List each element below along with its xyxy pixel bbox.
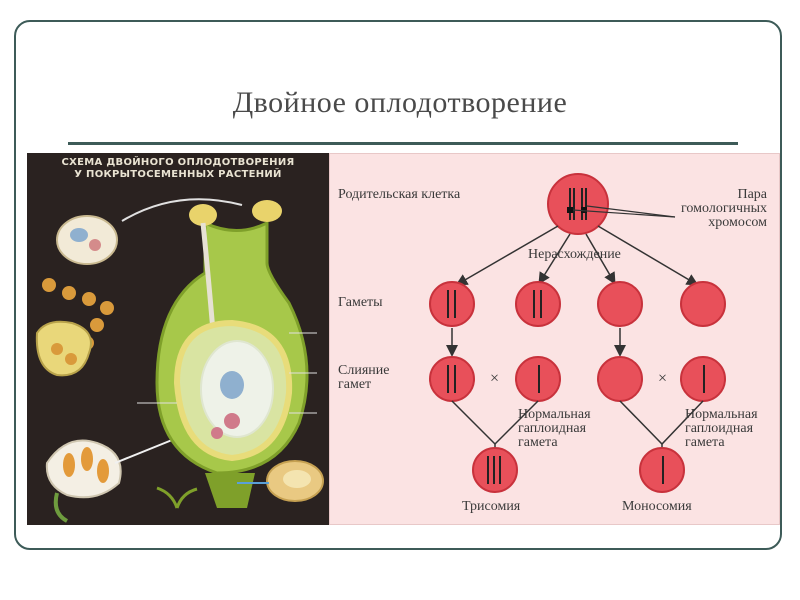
slide-title: Двойное оплодотворение <box>232 86 568 119</box>
label-normal-haploid-right: Нормальная гаплоидная гамета <box>685 407 758 450</box>
poster-title: СХЕМА ДВОЙНОГО ОПЛОДОТВОРЕНИЯ У ПОКРЫТОС… <box>61 157 295 180</box>
cross-sign-right: × <box>658 370 668 387</box>
nondisjunction-graphics <box>429 173 726 493</box>
cross-sign-left: × <box>490 370 500 387</box>
trisomy-cell <box>472 447 518 493</box>
gamete-1 <box>429 281 475 327</box>
label-normal-haploid-left: Нормальная гаплоидная гамета <box>518 407 591 450</box>
label-homologous-pair: Пара гомологичных хромосом <box>681 187 767 230</box>
parent-cell <box>547 173 609 235</box>
poster-illustration <box>35 198 324 523</box>
gamete-2 <box>515 281 561 327</box>
monosomy-cell <box>639 447 685 493</box>
label-gametes: Гаметы <box>338 295 383 310</box>
label-monosomy: Моносомия <box>622 499 692 514</box>
normal-gamete-right <box>680 356 726 402</box>
fusion-cell-right <box>597 356 643 402</box>
normal-gamete-left <box>515 356 561 402</box>
label-gamete-fusion: Слияние гамет <box>338 363 390 392</box>
label-nondisjunction: Нерасхождение <box>528 247 621 262</box>
label-trisomy: Трисомия <box>462 499 521 514</box>
title-divider <box>68 142 738 145</box>
gamete-3 <box>597 281 643 327</box>
gamete-4 <box>680 281 726 327</box>
double-fertilization-poster: СХЕМА ДВОЙНОГО ОПЛОДОТВОРЕНИЯ У ПОКРЫТОС… <box>27 153 329 525</box>
nondisjunction-diagram: Родительская клетка Пара гомологичных хр… <box>329 153 780 525</box>
label-parent-cell: Родительская клетка <box>338 187 461 202</box>
fusion-cell-left <box>429 356 475 402</box>
